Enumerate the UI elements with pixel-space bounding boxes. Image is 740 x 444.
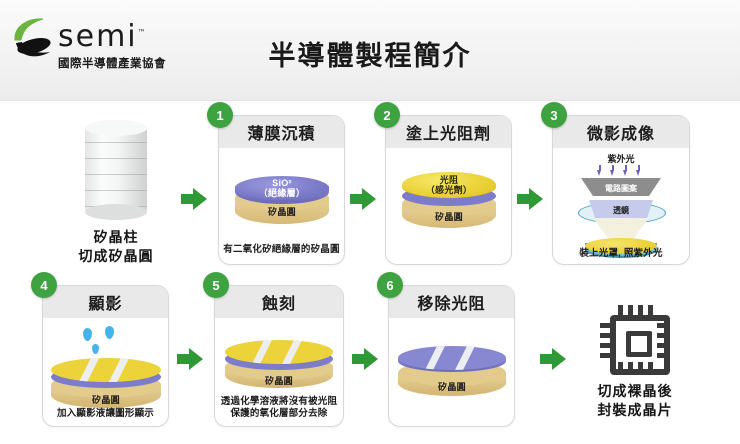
semi-wordmark: semi™ [58,18,166,52]
start-label-line2: 切成矽晶圓 [78,248,154,264]
step-card-2[interactable]: 2 塗上光阻劑 光阻 （感光劑） 矽晶圓 [374,102,512,265]
step-card-1[interactable]: 1 薄膜沉積 SiO² （絕緣層） 矽晶圓 有二氧化矽絕緣層的矽晶圓 [207,102,345,265]
step-badge-3: 3 [541,102,567,128]
step-badge-5: 5 [203,272,229,298]
uv-arrow-icon-3 [623,165,628,176]
oxide-pattern-6 [398,346,506,370]
end-label: 切成裸晶後 封裝成晶片 [570,382,700,420]
lens-label: 透鏡 [613,206,629,215]
resist-pattern-5 [225,340,333,364]
step-caption-3: 裝上光罩, 照紫外光 [579,248,663,259]
resist-pattern-4 [51,358,161,382]
wafer-oxide-illustration-1: SiO² （絕緣層） 矽晶圓 [235,176,329,232]
step-card-5[interactable]: 5 蝕刻 [203,272,344,427]
trademark-symbol: ™ [137,28,146,37]
step-title-2: 塗上光阻劑 [386,116,511,148]
silicon-ingot-icon [85,120,147,220]
step-badge-6: 6 [377,272,403,298]
flow-arrow-5 [352,348,378,370]
wafer-label-4: 矽晶圓 [92,395,120,405]
step-title-1: 薄膜沉積 [219,116,344,148]
step-title-6: 移除光阻 [389,286,514,318]
end-label-line2: 封裝成晶片 [597,402,673,418]
step-badge-1: 1 [207,102,233,128]
wafer-resist-illustration-2: 光阻 （感光劑） 矽晶圓 [402,172,496,234]
flow-arrow-6 [540,348,566,370]
wafer-illustration-3 [585,238,657,264]
semi-wordmark-text: semi [58,19,138,54]
layer-sublabel-sio2: （絕緣層） [258,188,306,198]
step-body-5: 矽晶圓 透過化學溶液將沒有被光阻保護的氧化層部分去除 [215,318,343,426]
layer-label-wafer-1: 矽晶圓 [268,207,296,217]
uv-arrow-icon-4 [636,165,641,176]
uv-arrow-icon-1 [597,165,602,176]
flow-arrow-2 [350,188,376,210]
photomask-label: 電路圖案 [605,184,637,193]
layer-label-resist: 光阻 [439,175,459,185]
process-flow-diagram: 矽晶柱 切成矽晶圓 1 薄膜沉積 SiO [0,100,740,444]
step-caption-4: 加入顯影液讓圖形顯示 [56,408,154,419]
wafer-stripped-illustration-6: 矽晶圓 [398,346,506,400]
step-card-3[interactable]: 3 微影成像 紫外光 電路圖案 透鏡 [541,102,690,265]
step-card-6[interactable]: 6 移除光阻 [377,272,515,427]
uv-arrow-icon-2 [610,165,615,176]
layer-label-sio2: SiO² [272,178,292,188]
step-body-6: 矽晶圓 [389,318,514,426]
layer-label-wafer-2: 矽晶圓 [435,212,463,222]
wafer-developed-illustration-4: 矽晶圓 [51,358,161,414]
step-badge-4: 4 [31,272,57,298]
wafer-etched-illustration-5: 矽晶圓 [225,340,333,394]
wafer-label-6: 矽晶圓 [438,382,466,392]
photomask-shape [581,178,661,196]
step-card-4[interactable]: 4 顯影 [31,272,169,427]
step-caption-5: 透過化學溶液將沒有被光阻保護的氧化層部分去除 [220,396,338,419]
start-label: 矽晶柱 切成矽晶圓 [55,228,177,266]
semi-logo: semi™ 國際半導體產業協會 [10,16,200,71]
step-title-5: 蝕刻 [215,286,343,318]
semi-logo-subtitle: 國際半導體產業協會 [58,58,166,70]
step-body-4: 矽晶圓 加入顯影液讓圖形顯示 [43,318,168,426]
start-label-line1: 矽晶柱 [93,229,139,245]
developer-droplet-2 [92,344,99,354]
flow-arrow-1 [181,188,207,210]
layer-sublabel-resist: （感光劑） [425,185,473,195]
step-body-2: 光阻 （感光劑） 矽晶圓 [386,148,511,264]
developer-droplet-1 [83,328,92,341]
page-title: 半導體製程簡介 [268,41,472,71]
uv-light-label: 紫外光 [607,154,635,164]
step-caption-1: 有二氧化矽絕緣層的矽晶圓 [223,244,340,255]
flow-arrow-3 [517,188,543,210]
end-label-line1: 切成裸晶後 [597,383,673,399]
semi-logo-text: semi™ 國際半導體產業協會 [58,18,166,71]
developer-droplet-3 [105,326,114,339]
semi-swoosh-logo-icon [14,18,51,57]
flow-arrow-4 [177,348,203,370]
step-badge-2: 2 [374,102,400,128]
page-header: semi™ 國際半導體產業協會 半導體製程簡介 [0,0,740,101]
step-title-3: 微影成像 [553,116,689,148]
step-body-3: 紫外光 電路圖案 透鏡 [553,148,689,264]
microchip-icon [600,305,670,375]
lens-inner-shape [589,200,653,218]
step-body-1: SiO² （絕緣層） 矽晶圓 有二氧化矽絕緣層的矽晶圓 [219,148,344,264]
light-beam-cone [593,218,649,242]
wafer-label-5: 矽晶圓 [265,376,293,386]
step-title-4: 顯影 [43,286,168,318]
